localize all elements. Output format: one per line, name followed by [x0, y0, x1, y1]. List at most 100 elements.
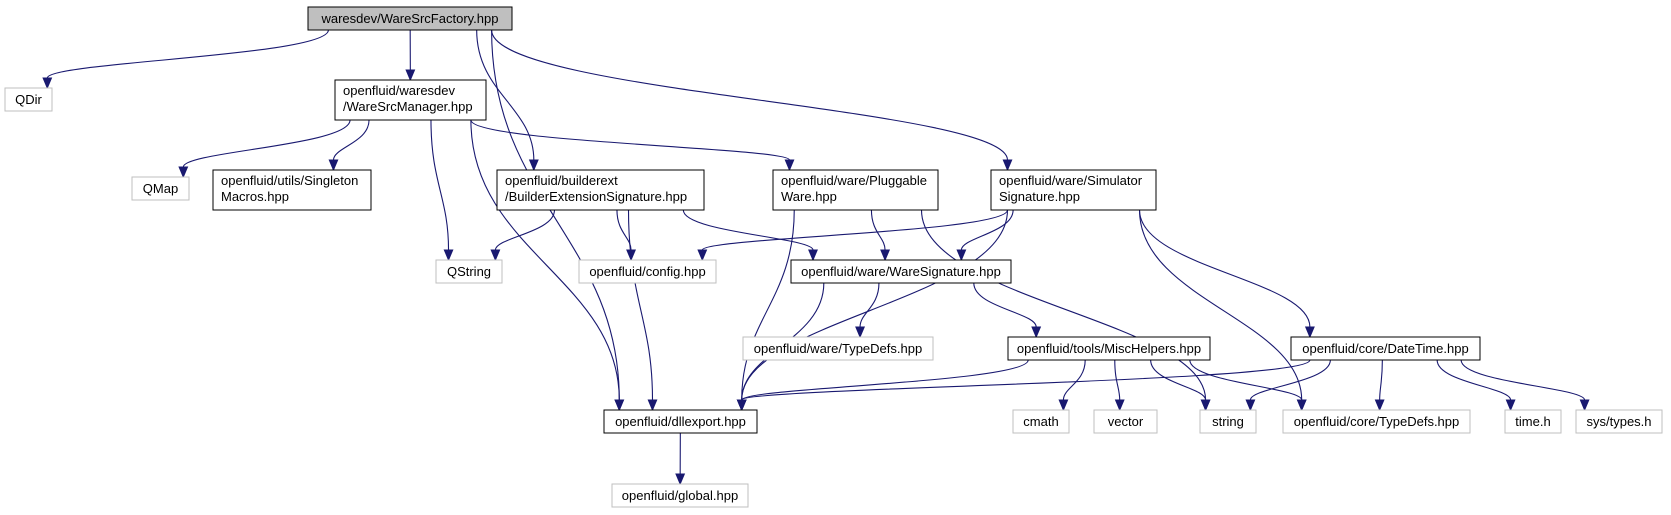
edges-layer [42, 29, 1590, 486]
arrowhead-builderext-to-dllexport [647, 399, 658, 412]
edge-mischelpers-to-dllexport [741, 359, 1029, 401]
arrowhead-datetime-to-timeh [1505, 399, 1516, 412]
node-label-builderext-line-2: /BuilderExtensionSignature.hpp [505, 189, 687, 204]
edge-datetime-to-timeh [1436, 359, 1512, 401]
node-qdir: QDir [4, 87, 53, 112]
node-label-coretypedefs-line-1: openfluid/core/TypeDefs.hpp [1294, 414, 1460, 429]
arrowhead-manager-to-singleton [328, 159, 339, 172]
node-manager[interactable]: openfluid/waresdev/WareSrcManager.hpp [334, 79, 487, 121]
node-datetime[interactable]: openfluid/core/DateTime.hpp [1290, 336, 1481, 361]
node-label-pluggable-line-2: Ware.hpp [781, 189, 837, 204]
arrowhead-manager-to-qstring [443, 249, 454, 262]
edge-builderext-to-waresig [682, 209, 814, 251]
arrowhead-factory-to-simsig [1002, 159, 1013, 172]
edge-factory-to-qdir [46, 29, 329, 79]
arrowhead-mischelpers-to-coretypedefs [1296, 399, 1307, 412]
arrowhead-mischelpers-to-cmath [1058, 399, 1069, 412]
node-box-simsig [990, 169, 1157, 211]
node-box-string [1199, 409, 1257, 434]
node-label-waresig-line-1: openfluid/ware/WareSignature.hpp [801, 264, 1001, 279]
node-box-waretypedefs [742, 336, 934, 361]
edge-builderext-to-config [616, 209, 632, 251]
node-string: string [1199, 409, 1257, 434]
node-label-timeh-line-1: time.h [1515, 414, 1550, 429]
node-box-timeh [1504, 409, 1562, 434]
edge-manager-to-dllexport [470, 119, 620, 401]
node-label-factory-line-1: waresdev/WareSrcFactory.hpp [320, 11, 498, 26]
node-label-cmath-line-1: cmath [1023, 414, 1058, 429]
arrowhead-factory-to-manager [405, 69, 416, 82]
node-systypes: sys/types.h [1575, 409, 1663, 434]
node-box-coretypedefs [1282, 409, 1471, 434]
arrowhead-manager-to-qmap [178, 166, 189, 179]
node-dllexport[interactable]: openfluid/dllexport.hpp [603, 409, 758, 434]
edge-factory-to-dllexport [491, 29, 620, 401]
node-mischelpers[interactable]: openfluid/tools/MiscHelpers.hpp [1007, 336, 1211, 361]
edge-builderext-to-dllexport [627, 209, 654, 401]
edge-simsig-to-waresig [960, 209, 1014, 251]
node-label-waretypedefs-line-1: openfluid/ware/TypeDefs.hpp [754, 341, 922, 356]
node-box-pluggable [772, 169, 939, 211]
node-label-vector-line-1: vector [1108, 414, 1144, 429]
edge-waresig-to-mischelpers [973, 282, 1037, 328]
arrowhead-datetime-to-coretypedefs [1374, 399, 1385, 412]
node-box-manager [334, 79, 487, 121]
node-box-global [611, 483, 749, 508]
arrowhead-factory-to-qdir [42, 77, 53, 90]
node-coretypedefs: openfluid/core/TypeDefs.hpp [1282, 409, 1471, 434]
node-label-builderext-line-1: openfluid/builderext [505, 173, 618, 188]
node-label-singleton-line-2: Macros.hpp [221, 189, 289, 204]
node-label-string-line-1: string [1212, 414, 1244, 429]
node-box-waresig [790, 259, 1012, 284]
edge-pluggable-to-waresig [870, 209, 886, 251]
node-label-mischelpers-line-1: openfluid/tools/MiscHelpers.hpp [1017, 341, 1201, 356]
arrowhead-datetime-to-dllexport [736, 399, 747, 412]
node-qmap: QMap [131, 176, 190, 201]
node-box-qdir [4, 87, 53, 112]
node-box-datetime [1290, 336, 1481, 361]
edge-mischelpers-to-coretypedefs [1189, 359, 1303, 401]
arrowhead-mischelpers-to-vector [1114, 399, 1125, 412]
arrowhead-factory-to-builderext [528, 159, 539, 172]
edge-pluggable-to-dllexport [741, 209, 795, 401]
node-label-config-line-1: openfluid/config.hpp [589, 264, 705, 279]
node-global: openfluid/global.hpp [611, 483, 749, 508]
arrowhead-builderext-to-qstring [490, 249, 501, 262]
node-label-dllexport-line-1: openfluid/dllexport.hpp [615, 414, 746, 429]
node-box-mischelpers [1007, 336, 1211, 361]
edge-simsig-to-dllexport [741, 209, 1009, 401]
edge-mischelpers-to-string [1150, 359, 1207, 401]
arrowhead-builderext-to-waresig [808, 249, 818, 262]
node-builderext[interactable]: openfluid/builderext/BuilderExtensionSig… [496, 169, 705, 211]
node-waresig[interactable]: openfluid/ware/WareSignature.hpp [790, 259, 1012, 284]
edge-manager-to-qmap [182, 119, 351, 168]
node-label-manager-line-1: openfluid/waresdev [343, 83, 456, 98]
edge-manager-to-pluggable [470, 119, 791, 161]
edge-datetime-to-systypes [1460, 359, 1586, 401]
arrowhead-manager-to-pluggable [784, 159, 795, 172]
node-box-singleton [212, 169, 372, 211]
node-label-systypes-line-1: sys/types.h [1586, 414, 1651, 429]
node-waretypedefs: openfluid/ware/TypeDefs.hpp [742, 336, 934, 361]
arrowhead-datetime-to-systypes [1579, 399, 1590, 412]
arrowhead-simsig-to-datetime [1304, 326, 1315, 339]
node-box-qstring [435, 259, 503, 284]
arrowhead-pluggable-to-waresig [880, 249, 891, 262]
node-label-qdir-line-1: QDir [15, 92, 42, 107]
node-box-dllexport [603, 409, 758, 434]
node-factory[interactable]: waresdev/WareSrcFactory.hpp [307, 6, 513, 31]
node-box-builderext [496, 169, 705, 211]
node-vector: vector [1093, 409, 1158, 434]
node-box-systypes [1575, 409, 1663, 434]
edge-datetime-to-string [1249, 359, 1331, 401]
arrowhead-simsig-to-waresig [956, 249, 967, 262]
arrowhead-datetime-to-string [1245, 399, 1256, 412]
node-label-global-line-1: openfluid/global.hpp [622, 488, 738, 503]
node-label-simsig-line-1: openfluid/ware/Simulator [999, 173, 1143, 188]
edge-manager-to-qstring [430, 119, 450, 251]
